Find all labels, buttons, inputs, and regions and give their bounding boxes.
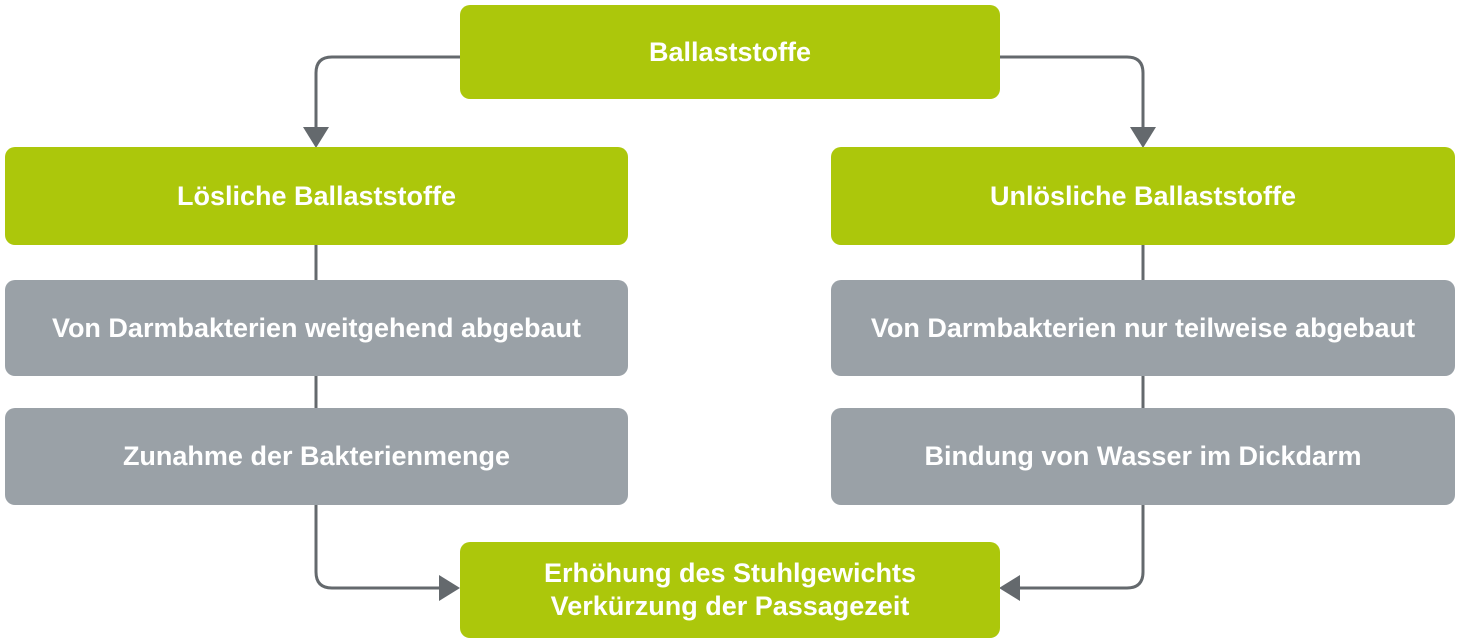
node-zunahme-bakterienmenge: Zunahme der Bakterienmenge xyxy=(5,408,628,505)
node-label: Lösliche Ballaststoffe xyxy=(176,180,457,211)
node-label: Ballaststoffe xyxy=(648,36,812,67)
node-label-line2: Verkürzung der Passagezeit xyxy=(550,591,910,621)
node-label: Von Darmbakterien nur teilweise abgebaut xyxy=(870,312,1416,343)
arrowhead-left-icon xyxy=(999,575,1020,601)
node-label: Von Darmbakterien weitgehend abgebaut xyxy=(51,312,582,343)
node-unloesliche-ballaststoffe: Unlösliche Ballaststoffe xyxy=(831,147,1455,245)
node-teilweise-abgebaut: Von Darmbakterien nur teilweise abgebaut xyxy=(831,280,1455,376)
node-label: Unlösliche Ballaststoffe xyxy=(989,180,1297,211)
edge-root-to-insoluble xyxy=(1000,55,1156,148)
edge-root-to-soluble xyxy=(303,55,460,148)
node-label: Zunahme der Bakterienmenge xyxy=(122,441,511,471)
node-loesliche-ballaststoffe: Lösliche Ballaststoffe xyxy=(5,147,628,245)
node-ballaststoffe: Ballaststoffe xyxy=(460,5,1000,99)
edge-soluble-step2-to-result xyxy=(314,505,460,601)
node-label-line1: Erhöhung des Stuhlgewichts xyxy=(543,558,916,588)
node-bindung-wasser-dickdarm: Bindung von Wasser im Dickdarm xyxy=(831,408,1455,505)
node-label: Bindung von Wasser im Dickdarm xyxy=(924,441,1362,471)
node-weitgehend-abgebaut: Von Darmbakterien weitgehend abgebaut xyxy=(5,280,628,376)
arrowhead-right-icon xyxy=(439,575,460,601)
node-ergebnis: Erhöhung des Stuhlgewichts Verkürzung de… xyxy=(460,542,1000,638)
edge-insoluble-step2-to-result xyxy=(999,505,1145,601)
arrowhead-down-icon xyxy=(303,127,329,148)
arrowhead-down-icon xyxy=(1130,127,1156,148)
